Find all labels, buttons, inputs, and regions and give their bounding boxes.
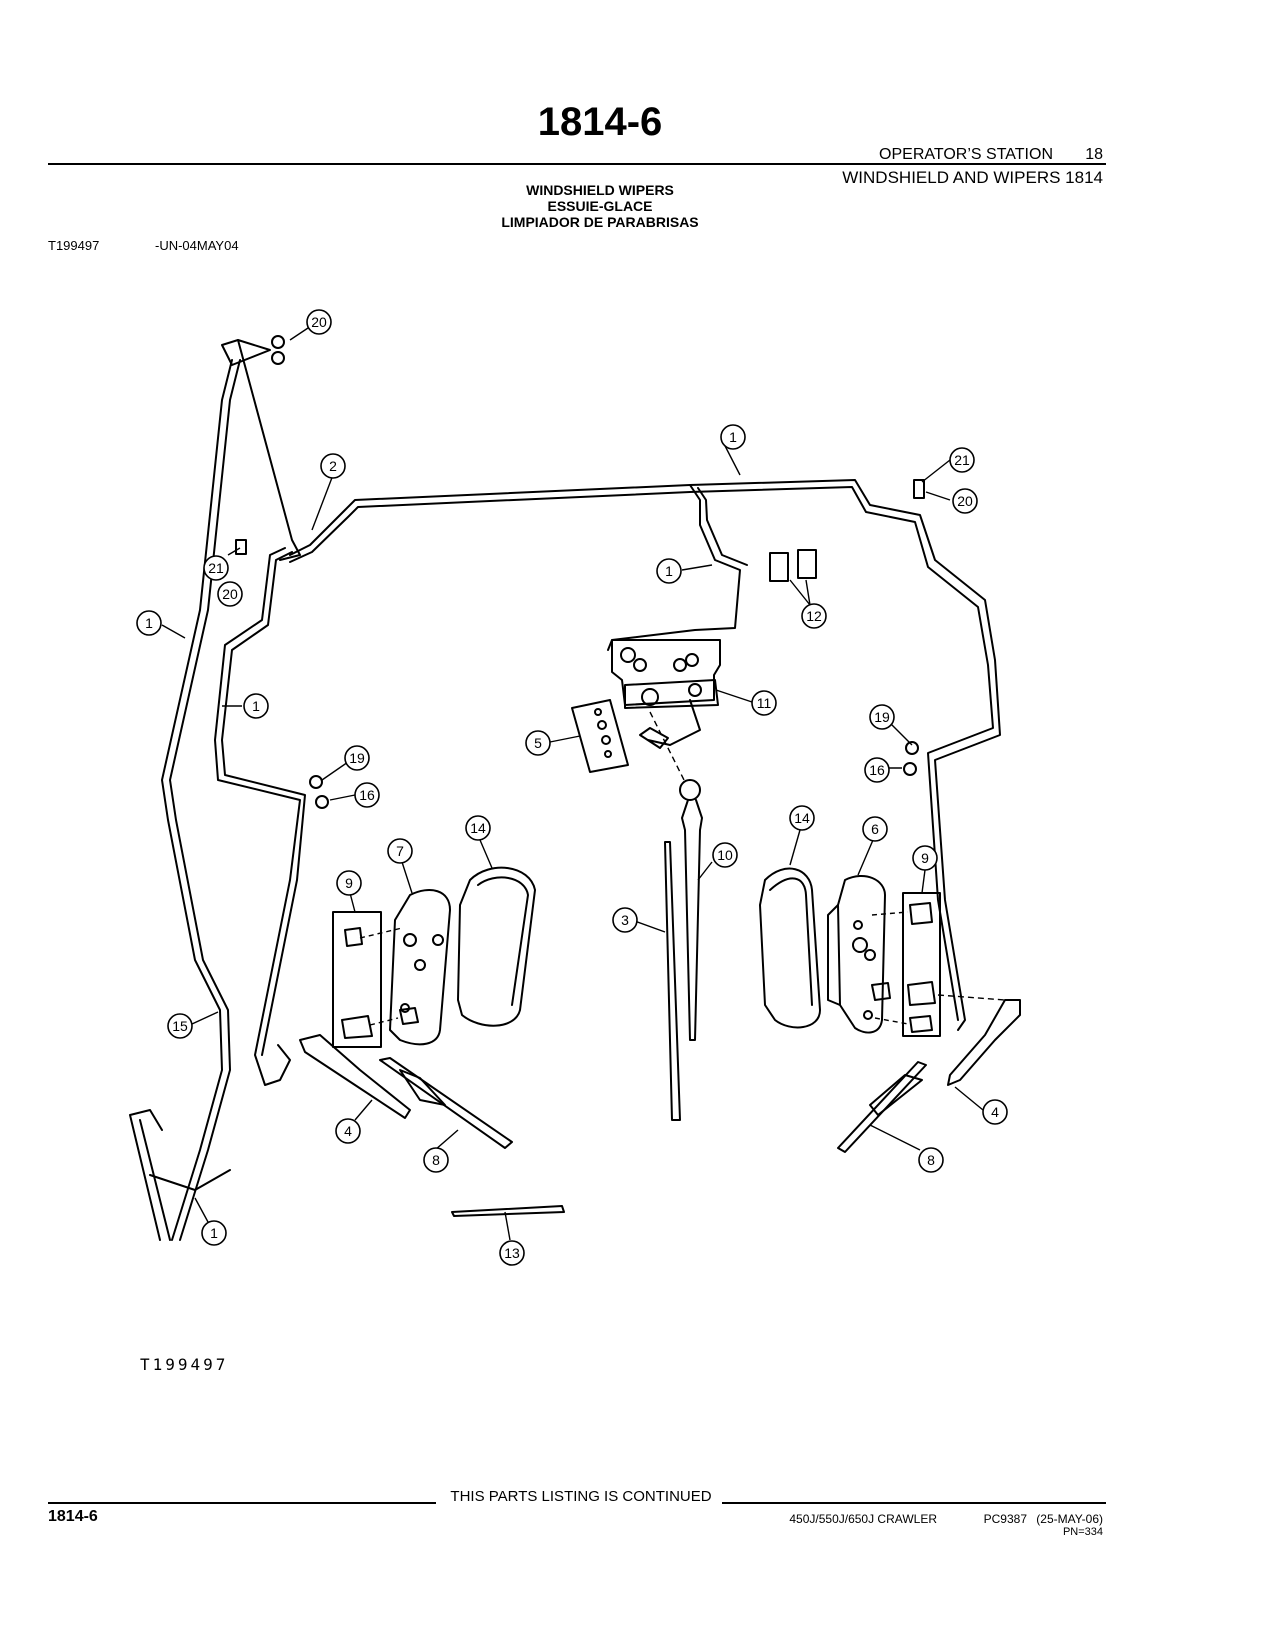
- header-rule: [48, 163, 1106, 165]
- continued-rule-left: [48, 1502, 436, 1504]
- callout-4-right: 4: [991, 1104, 999, 1120]
- callout-1-bottom: 1: [210, 1225, 218, 1241]
- callout-2: 2: [329, 458, 337, 474]
- callout-11: 11: [757, 695, 772, 711]
- footer-page-number: 1814-6: [48, 1508, 98, 1525]
- right-motor-cover: [837, 875, 886, 1034]
- callout-9-right: 9: [921, 850, 929, 866]
- callout-1-inner: 1: [252, 698, 260, 714]
- switch-right: [797, 549, 817, 579]
- left-wiper-blade: [379, 1057, 513, 1149]
- left-wiper-arm: [299, 1034, 411, 1119]
- callout-16-left: 16: [359, 787, 375, 803]
- center-down-tube-2: [697, 487, 748, 566]
- callout-21-left: 21: [208, 560, 224, 576]
- center-wiper-arm: [681, 799, 703, 1041]
- left-inner-hose-2: [221, 551, 306, 1056]
- callout-16-right: 16: [869, 762, 885, 778]
- motor-hose: [639, 699, 701, 749]
- left-bottom-bracket-2: [139, 1119, 231, 1241]
- page-title: 1814-6: [537, 100, 663, 144]
- left-frame-tube-inner: [169, 359, 241, 1241]
- callout-1-center: 1: [665, 563, 673, 579]
- footer-pn: PN=334: [1062, 1526, 1103, 1538]
- callout-14-right: 14: [794, 810, 810, 826]
- callout-12: 12: [806, 608, 822, 624]
- callout-7: 7: [396, 843, 404, 859]
- motor-plate: [624, 679, 719, 709]
- wiper-refill-strip: [451, 1205, 565, 1217]
- callout-3: 3: [621, 912, 629, 928]
- callout-21-right: 21: [954, 452, 970, 468]
- callout-19-left: 19: [349, 750, 365, 766]
- callout-8-right: 8: [927, 1152, 935, 1168]
- figure-bottom-label: T199497: [140, 1355, 229, 1374]
- caption-english: WINDSHIELD WIPERS: [526, 182, 674, 198]
- footer-pc: PC9387: [983, 1512, 1027, 1526]
- footer-model: 450J/550J/650J CRAWLER: [789, 1512, 937, 1526]
- callout-9-left: 9: [345, 875, 353, 891]
- center-wiper-blade: [664, 841, 681, 1121]
- left-wiper-housing: [457, 866, 536, 1027]
- callout-8-left: 8: [432, 1152, 440, 1168]
- right-wiper-blade: [837, 1061, 927, 1153]
- footer-date: (25-MAY-06): [1036, 1512, 1103, 1526]
- left-bottom-bracket: [129, 1109, 163, 1241]
- callout-13: 13: [504, 1245, 520, 1261]
- top-wiper-tube-outer: [289, 479, 1001, 1031]
- callout-20-top: 20: [311, 314, 327, 330]
- continued-banner: THIS PARTS LISTING IS CONTINUED: [48, 1488, 1106, 1508]
- callout-6: 6: [871, 821, 879, 837]
- right-wiper-housing: [759, 867, 821, 1029]
- figure-code: -UN-04MAY04: [155, 238, 239, 253]
- caption-spanish: LIMPIADOR DE PARABRISAS: [501, 214, 699, 230]
- subsection-title: WINDSHIELD AND WIPERS 1814: [842, 168, 1103, 187]
- figure-id: T199497: [48, 238, 100, 253]
- switch-left: [769, 552, 789, 582]
- top-wiper-tube-inner: [289, 486, 994, 1021]
- right-fastener-box: [902, 892, 941, 1037]
- callout-15: 15: [172, 1018, 188, 1034]
- left-fastener-box: [332, 911, 382, 1048]
- caption-french: ESSUIE-GLACE: [547, 198, 653, 214]
- section-number: 18: [1085, 146, 1103, 163]
- left-inner-hose: [214, 547, 301, 1086]
- callout-20-right: 20: [957, 493, 973, 509]
- callout-5: 5: [534, 735, 542, 751]
- center-down-tube: [607, 484, 741, 651]
- left-bracket-top: [221, 339, 271, 366]
- callout-19-right: 19: [874, 709, 890, 725]
- left-motor-cover: [389, 889, 451, 1046]
- left-frame-tube-outer: [161, 359, 233, 1241]
- left-bracket-top-2: [237, 339, 301, 561]
- section-title: OPERATOR’S STATION: [879, 146, 1053, 163]
- right-wiper-arm: [947, 999, 1021, 1086]
- callout-1-left: 1: [145, 615, 153, 631]
- motor-bracket: [611, 639, 721, 706]
- callout-4-left: 4: [344, 1123, 352, 1139]
- callout-20-left: 20: [222, 586, 238, 602]
- continued-rule-right: [722, 1502, 1106, 1504]
- callout-14-left: 14: [470, 820, 486, 836]
- continued-text: THIS PARTS LISTING IS CONTINUED: [450, 1488, 712, 1505]
- fastener-card: [571, 699, 629, 773]
- callout-10: 10: [717, 847, 733, 863]
- callout-1-top: 1: [729, 429, 737, 445]
